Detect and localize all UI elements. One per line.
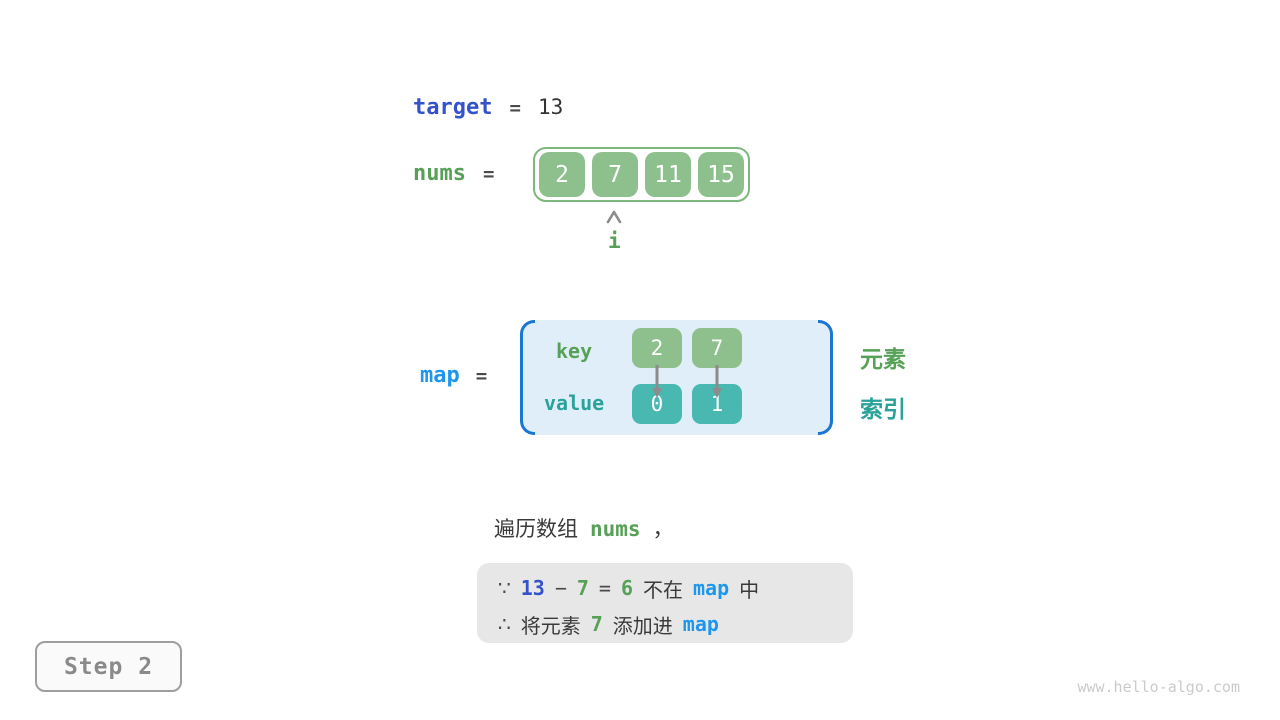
array-cell: 7 <box>592 152 638 197</box>
note-action-text: 添加进 <box>612 613 673 638</box>
value-row-label: value <box>544 391 605 415</box>
map-bracket-left <box>520 320 535 435</box>
step-label: Step 2 <box>63 653 154 680</box>
array-cell: 11 <box>645 152 691 197</box>
therefore-symbol: ∴ <box>498 612 511 636</box>
note-added-element: 7 <box>590 612 603 636</box>
caption-nums-code: nums <box>590 517 641 541</box>
target-value: 13 <box>537 95 564 119</box>
map-equals-sign: = <box>475 365 488 387</box>
note-not-in-text: 不在 <box>643 577 684 602</box>
nums-array: 2 7 11 15 <box>533 147 750 202</box>
reasoning-note: ∵ 13 − 7 = 6 不在 map 中 ∴ 将元素 7 添加进 map <box>477 563 853 643</box>
array-cell: 15 <box>698 152 744 197</box>
map-bracket-right <box>818 320 833 435</box>
index-pointer-label: i <box>608 229 621 253</box>
element-side-label: 元素 <box>860 347 906 373</box>
note-map-code: map <box>682 612 719 636</box>
map-variable: map <box>420 363 460 388</box>
key-value-arrow-icon <box>652 365 662 398</box>
minus-sign: − <box>554 576 567 600</box>
nums-equals-sign: = <box>482 163 495 185</box>
watermark: www.hello-algo.com <box>1077 678 1240 696</box>
map-assignment: map = <box>420 363 487 388</box>
array-cell: 2 <box>539 152 585 197</box>
note-in-suffix: 中 <box>739 577 760 602</box>
caption-prefix: 遍历数组 <box>494 517 578 541</box>
note-difference-value: 6 <box>620 576 634 600</box>
note-line-1: ∵ 13 − 7 = 6 不在 map 中 <box>498 570 853 606</box>
note-equals-sign: = <box>598 576 611 600</box>
because-symbol: ∵ <box>498 576 511 600</box>
caption-comma: ， <box>652 517 674 541</box>
nums-assignment: nums = <box>413 161 494 186</box>
nums-variable: nums <box>413 161 466 186</box>
note-map-code: map <box>693 576 730 600</box>
note-element-value: 7 <box>576 576 589 600</box>
target-variable: target <box>413 95 493 120</box>
note-line-2: ∴ 将元素 7 添加进 map <box>498 606 853 642</box>
map-table: key value 2 7 0 1 <box>520 320 833 435</box>
map-key-cell: 7 <box>692 328 742 368</box>
note-action-prefix: 将元素 <box>520 613 581 638</box>
target-equals-sign: = <box>509 97 521 119</box>
target-assignment: target = 13 <box>413 95 563 120</box>
step-badge: Step 2 <box>35 641 182 692</box>
key-value-arrow-icon <box>712 365 722 398</box>
index-pointer-icon <box>606 210 622 224</box>
key-row-label: key <box>556 339 593 363</box>
map-key-cell: 2 <box>632 328 682 368</box>
caption-line: 遍历数组 nums ， <box>494 513 674 543</box>
index-side-label: 索引 <box>860 397 906 423</box>
note-target-value: 13 <box>520 576 545 600</box>
